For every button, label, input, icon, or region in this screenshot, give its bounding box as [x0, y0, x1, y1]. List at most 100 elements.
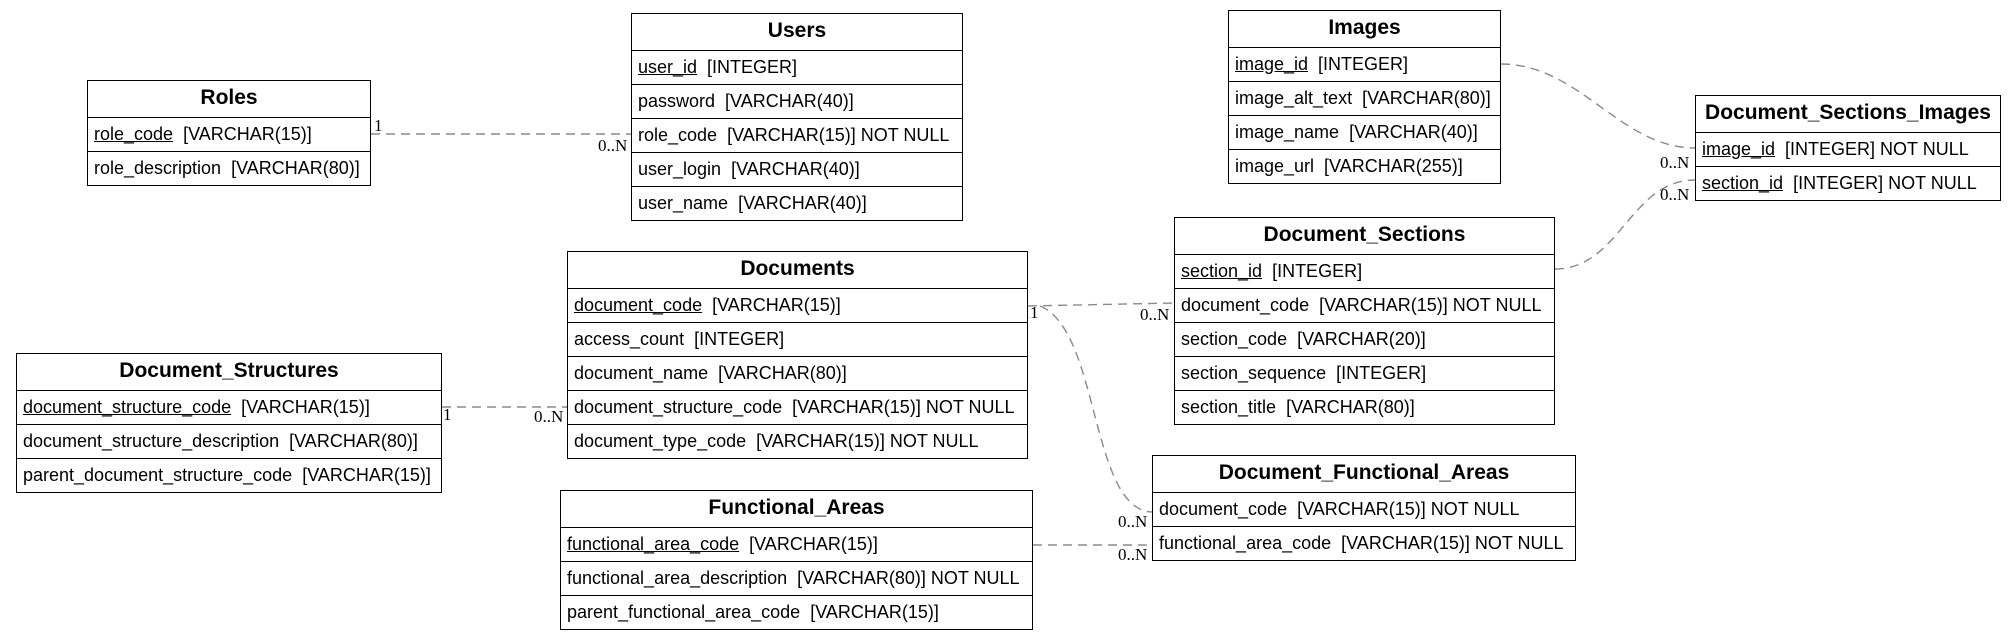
- entity-title: Document_Structures: [17, 354, 441, 391]
- attribute-name: image_url: [1235, 156, 1315, 176]
- attribute-row: user_login[VARCHAR(40)]: [632, 153, 962, 187]
- attribute-row: image_url [VARCHAR(255)]: [1229, 150, 1500, 183]
- attribute-row: section_sequence [INTEGER]: [1175, 357, 1554, 391]
- attribute-name: document_structure_code: [574, 397, 783, 417]
- attribute-type: [VARCHAR(15)] NOT NULL: [756, 431, 979, 451]
- cardinality-one-label: 1: [374, 116, 383, 135]
- attribute-name: user_name: [638, 193, 729, 213]
- attribute-type: [VARCHAR(40)]: [1349, 122, 1478, 142]
- attribute-row: parent_functional_area_code [VARCHAR(15)]: [561, 596, 1032, 629]
- attribute-type: [VARCHAR(255)]: [1324, 156, 1463, 176]
- attribute-type: [INTEGER]: [1318, 54, 1409, 74]
- attribute-name: section_sequence: [1181, 363, 1327, 383]
- attribute-name: document_name: [574, 363, 709, 383]
- attribute-row: document_structure_code[VARCHAR(15)] NOT…: [568, 391, 1027, 425]
- attribute-row: role_code [VARCHAR(15)] NOT NULL: [632, 119, 962, 153]
- attribute-type: [VARCHAR(80)] NOT NULL: [797, 568, 1020, 588]
- entity-title: Users: [632, 14, 962, 51]
- attribute-type: [INTEGER]: [694, 329, 785, 349]
- attribute-name: document_code: [1159, 499, 1288, 519]
- cardinality-many-label: 0..N: [1660, 153, 1689, 172]
- attribute-type: [VARCHAR(15)]: [749, 534, 878, 554]
- attribute-type: [VARCHAR(40)]: [738, 193, 867, 213]
- attribute-row: functional_area_code [VARCHAR(15)] NOT NU…: [1153, 527, 1575, 560]
- primary-key-name: image_id: [1702, 139, 1776, 159]
- attribute-row: functional_area_description [VARCHAR(80)]…: [561, 562, 1032, 596]
- attribute-type: [VARCHAR(20)]: [1297, 329, 1426, 349]
- attribute-type: [INTEGER]: [1336, 363, 1427, 383]
- attribute-type: [VARCHAR(15)]: [810, 602, 939, 622]
- attribute-name: functional_area_code: [1159, 533, 1332, 553]
- attribute-type: [VARCHAR(15)]: [241, 397, 370, 417]
- cardinality-many-label: 0..N: [598, 136, 627, 155]
- entity-functional-areas[interactable]: Functional_Areas functional_area_code[VA…: [560, 490, 1033, 630]
- cardinality-one-label: 1: [1030, 303, 1039, 322]
- cardinality-one-label: 1: [443, 405, 452, 424]
- attribute-row: image_id[INTEGER] NOT NULL: [1696, 133, 2000, 167]
- attribute-row: section_title[VARCHAR(80)]: [1175, 391, 1554, 424]
- attribute-row: document_code[VARCHAR(15)]: [568, 289, 1027, 323]
- attribute-name: document_structure_description: [23, 431, 280, 451]
- attribute-row: role_code[VARCHAR(15)]: [88, 118, 370, 152]
- attribute-name: parent_document_structure_code: [23, 465, 293, 485]
- attribute-type: [VARCHAR(80)]: [718, 363, 847, 383]
- primary-key-name: image_id: [1235, 54, 1309, 74]
- attribute-type: [INTEGER]: [707, 57, 798, 77]
- entity-title: Images: [1229, 11, 1500, 48]
- attribute-row: functional_area_code[VARCHAR(15)]: [561, 528, 1032, 562]
- attribute-type: [VARCHAR(15)] NOT NULL: [1297, 499, 1520, 519]
- attribute-row: image_id [INTEGER]: [1229, 48, 1500, 82]
- attribute-row: document_code [VARCHAR(15)] NOT NULL: [1153, 493, 1575, 527]
- entity-title: Document_Sections_Images: [1696, 96, 2000, 133]
- attribute-name: image_alt_text: [1235, 88, 1353, 108]
- attribute-type: [VARCHAR(15)] NOT NULL: [727, 125, 950, 145]
- entity-documents[interactable]: Documents document_code[VARCHAR(15)] acc…: [567, 251, 1028, 459]
- attribute-name: role_code: [638, 125, 718, 145]
- attribute-type: [VARCHAR(15)]: [712, 295, 841, 315]
- attribute-row: document_type_code[VARCHAR(15)] NOT NULL: [568, 425, 1027, 458]
- relationship-line: [1500, 63, 1696, 149]
- attribute-type: [VARCHAR(80)]: [1362, 88, 1491, 108]
- attribute-type: [VARCHAR(15)]: [302, 465, 431, 485]
- relationship-line: [1554, 179, 1696, 270]
- attribute-type: [VARCHAR(15)]: [183, 124, 312, 144]
- attribute-row: password[VARCHAR(40)]: [632, 85, 962, 119]
- entity-images[interactable]: Images image_id [INTEGER] image_alt_text […: [1228, 10, 1501, 184]
- primary-key-name: user_id: [638, 57, 698, 77]
- primary-key-name: document_structure_code: [23, 397, 232, 417]
- entity-title: Document_Sections: [1175, 218, 1554, 255]
- attribute-name: access_count: [574, 329, 685, 349]
- attribute-row: user_id [INTEGER]: [632, 51, 962, 85]
- attribute-name: image_name: [1235, 122, 1340, 142]
- relationship-line: [1039, 305, 1153, 513]
- entity-document-functional-areas[interactable]: Document_Functional_Areas document_code […: [1152, 455, 1576, 561]
- primary-key-name: section_id: [1181, 261, 1263, 281]
- attribute-name: parent_functional_area_code: [567, 602, 801, 622]
- entity-users[interactable]: Users user_id [INTEGER] password[VARCHAR(…: [631, 13, 963, 221]
- relationship-line: [1027, 302, 1175, 307]
- attribute-type: [VARCHAR(80)]: [1286, 397, 1415, 417]
- entity-title: Document_Functional_Areas: [1153, 456, 1575, 493]
- attribute-type: [INTEGER] NOT NULL: [1793, 173, 1977, 193]
- attribute-row: user_name [VARCHAR(40)]: [632, 187, 962, 220]
- attribute-name: document_code: [1181, 295, 1310, 315]
- attribute-type: [INTEGER]: [1272, 261, 1363, 281]
- attribute-row: parent_document_structure_code [VARCHAR(1…: [17, 459, 441, 492]
- attribute-name: functional_area_description: [567, 568, 788, 588]
- entity-document-structures[interactable]: Document_Structures document_structure_c…: [16, 353, 442, 493]
- attribute-name: section_code: [1181, 329, 1288, 349]
- entity-roles[interactable]: Roles role_code[VARCHAR(15)] role_descri…: [87, 80, 371, 186]
- entity-document-sections-images[interactable]: Document_Sections_Images image_id[INTEGE…: [1695, 95, 2001, 201]
- primary-key-name: section_id: [1702, 173, 1784, 193]
- attribute-row: image_name [VARCHAR(40)]: [1229, 116, 1500, 150]
- attribute-type: [VARCHAR(40)]: [725, 91, 854, 111]
- attribute-row: image_alt_text [VARCHAR(80)]: [1229, 82, 1500, 116]
- attribute-row: role_description[VARCHAR(80)]: [88, 152, 370, 185]
- cardinality-many-label: 0..N: [534, 407, 563, 426]
- attribute-row: access_count [INTEGER]: [568, 323, 1027, 357]
- entity-document-sections[interactable]: Document_Sections section_id [INTEGER] do…: [1174, 217, 1555, 425]
- attribute-row: document_name [VARCHAR(80)]: [568, 357, 1027, 391]
- attribute-type: [VARCHAR(15)] NOT NULL: [1341, 533, 1564, 553]
- attribute-type: [VARCHAR(80)]: [289, 431, 418, 451]
